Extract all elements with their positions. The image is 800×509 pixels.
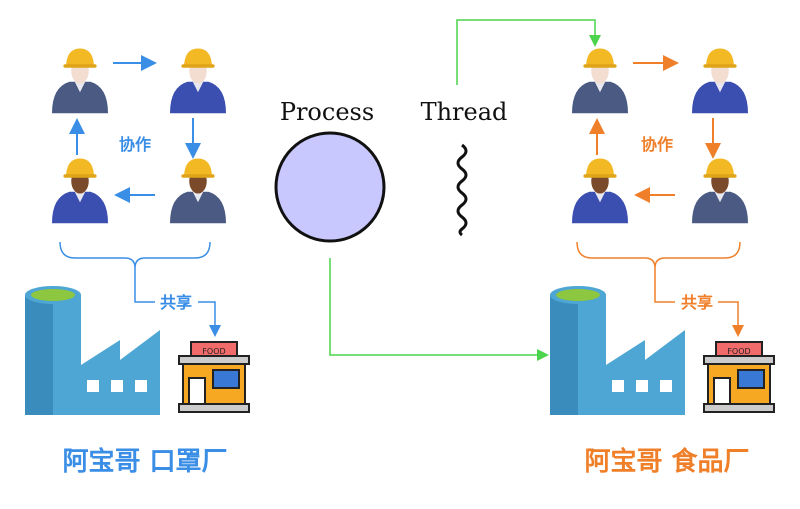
collab-label: 协作 bbox=[119, 135, 151, 154]
brace bbox=[59, 241, 211, 269]
thread-label: Thread bbox=[421, 98, 508, 126]
store-sign: FOOD bbox=[202, 347, 225, 356]
left-team: 协作 共享 FOOD 阿宝哥 口罩厂 bbox=[25, 48, 250, 477]
store-sign: FOOD bbox=[727, 347, 750, 356]
worker-icon bbox=[692, 158, 748, 224]
caption-right: 阿宝哥 食品厂 bbox=[584, 446, 749, 477]
share-label: 共享 bbox=[160, 293, 192, 312]
share-arrow bbox=[654, 268, 738, 334]
thread-squiggle bbox=[456, 143, 468, 237]
process-connector bbox=[329, 258, 549, 361]
worker-icon bbox=[692, 48, 748, 114]
share-label: 共享 bbox=[681, 293, 713, 312]
collab-label: 协作 bbox=[641, 135, 673, 154]
worker-icon bbox=[572, 158, 628, 224]
worker-icon bbox=[52, 158, 108, 224]
worker-icon bbox=[170, 158, 226, 224]
caption-left: 阿宝哥 口罩厂 bbox=[62, 446, 227, 477]
worker-icon bbox=[572, 48, 628, 114]
worker-icon bbox=[170, 48, 226, 114]
worker-icon bbox=[52, 48, 108, 114]
share-arrow bbox=[134, 268, 215, 334]
factory-icon bbox=[550, 286, 685, 415]
process-circle bbox=[274, 131, 386, 243]
thread-connector bbox=[456, 19, 601, 85]
process-label: Process bbox=[280, 98, 374, 126]
factory-icon bbox=[25, 286, 160, 415]
brace bbox=[576, 241, 741, 269]
right-team: 协作 共享 FOOD 阿宝哥 食品厂 bbox=[550, 48, 775, 477]
